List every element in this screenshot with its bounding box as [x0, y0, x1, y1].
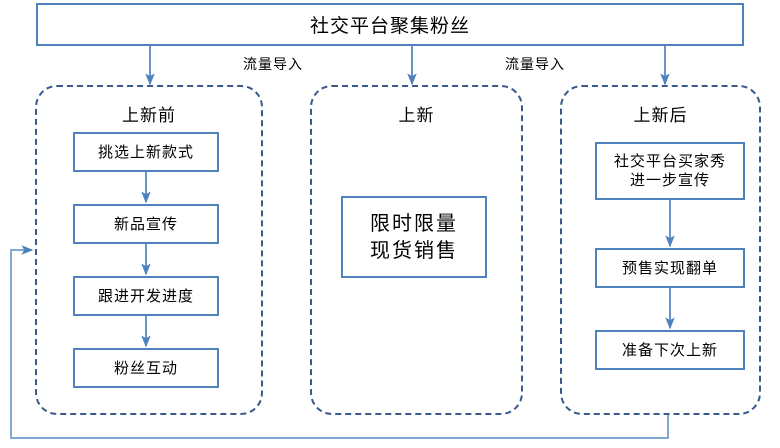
header-title: 社交平台聚集粉丝 — [309, 15, 470, 37]
stage-title-pre-launch: 上新前 — [122, 106, 176, 126]
node-buyer-show-line2: 进一步宣传 — [629, 171, 710, 189]
node-fan-interaction[interactable]: 粉丝互动 — [73, 348, 219, 388]
node-promote-new[interactable]: 新品宣传 — [73, 204, 219, 244]
stage-post-launch: 上新后 — [560, 85, 761, 415]
node-pick-style[interactable]: 挑选上新款式 — [73, 132, 219, 172]
node-limited-sale-line2: 现货销售 — [370, 238, 458, 262]
node-presale-reorder[interactable]: 预售实现翻单 — [595, 248, 745, 288]
stage-title-post-launch: 上新后 — [633, 106, 688, 126]
flow-label-traffic-1: 流量导入 — [243, 57, 303, 73]
header-box: 社交平台聚集粉丝 — [36, 3, 744, 46]
stage-title-launch: 上新 — [398, 106, 435, 126]
stage-launch: 上新 — [310, 85, 523, 415]
node-limited-sale[interactable]: 限时限量 现货销售 — [341, 196, 487, 278]
flow-label-traffic-2: 流量导入 — [505, 57, 565, 73]
stage-pre-launch: 上新前 — [35, 85, 263, 415]
node-buyer-show[interactable]: 社交平台买家秀 进一步宣传 — [595, 142, 745, 200]
node-prepare-next[interactable]: 准备下次上新 — [595, 330, 745, 370]
node-buyer-show-line1: 社交平台买家秀 — [613, 152, 726, 171]
node-track-dev[interactable]: 跟进开发进度 — [73, 276, 219, 316]
node-limited-sale-line1: 限时限量 — [370, 211, 458, 235]
